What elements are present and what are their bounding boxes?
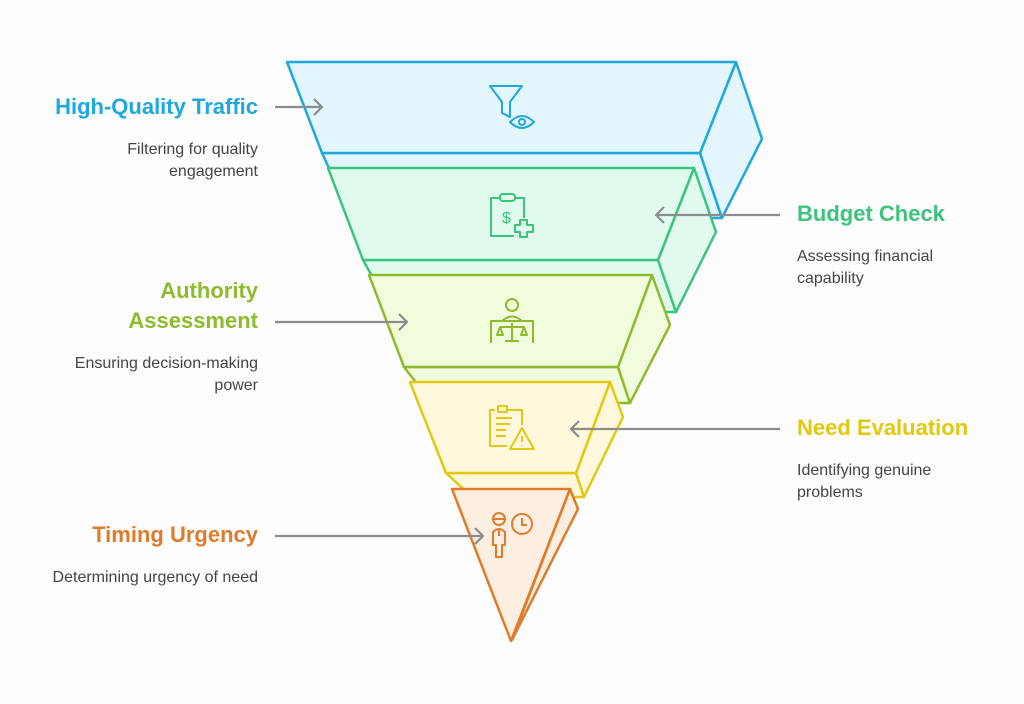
stage-title-authority-assessment: Authority Assessment <box>128 278 258 333</box>
stage-title-timing-urgency: Timing Urgency <box>92 522 258 547</box>
stage-title-budget-check: Budget Check <box>797 201 945 226</box>
stage-desc-budget-check: Assessing financial capability <box>797 248 934 287</box>
clipboard-dollar-plus-icon: $ <box>490 193 534 238</box>
arrow-budget-check <box>654 206 780 224</box>
svg-text:$: $ <box>502 210 511 227</box>
funnel-layer-timing-urgency <box>450 487 580 643</box>
arrow-high-quality-traffic <box>275 98 324 116</box>
arrow-authority-assessment <box>275 313 409 331</box>
stage-desc-authority-assessment: Ensuring decision-making power <box>74 355 258 394</box>
arrow-need-evaluation <box>569 420 780 438</box>
clipboard-warning-icon <box>489 405 535 450</box>
stage-title-need-evaluation: Need Evaluation <box>797 415 969 440</box>
stage-desc-high-quality-traffic: Filtering for quality engagement <box>127 141 258 180</box>
person-clock-icon <box>492 512 533 558</box>
funnel-eye-icon <box>489 85 535 129</box>
stage-desc-need-evaluation: Identifying genuine problems <box>797 462 932 501</box>
stage-title-high-quality-traffic: High-Quality Traffic <box>55 94 258 119</box>
arrow-timing-urgency <box>275 527 485 545</box>
person-scale-icon <box>490 298 534 343</box>
stage-desc-timing-urgency: Determining urgency of need <box>52 569 258 586</box>
